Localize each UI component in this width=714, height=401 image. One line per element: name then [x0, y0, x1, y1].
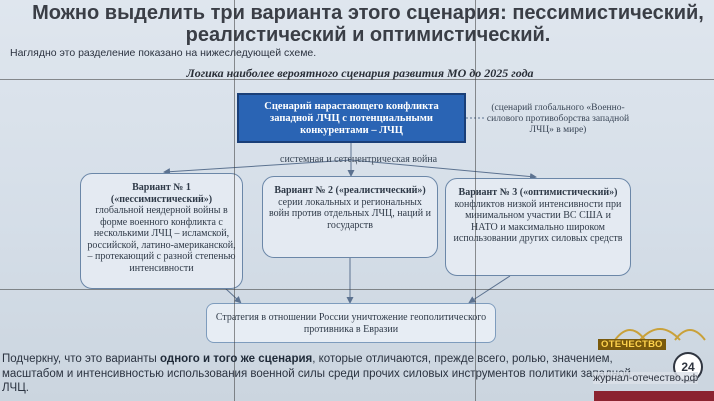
intro-text: Наглядно это разделение показано на ниже… — [10, 47, 317, 59]
conclusion-text: Подчеркну, что это варианты одного и тог… — [2, 352, 642, 396]
diagram-title: Логика наиболее вероятного сценария разв… — [186, 66, 534, 80]
conclusion-part-1: Подчеркну, что это варианты — [2, 353, 161, 365]
variant-1-box: Вариант № 1 («пессимистический») глобаль… — [80, 173, 243, 289]
connector-line — [224, 287, 242, 304]
grid-line — [0, 79, 714, 80]
grid-line — [475, 0, 476, 401]
connector-line — [163, 159, 352, 176]
variant-3-heading: Вариант № 3 («оптимистический») — [458, 187, 618, 198]
website-label: журнал-отечество.рф — [593, 372, 699, 384]
grid-line — [0, 289, 714, 290]
decorative-stripe — [594, 391, 714, 401]
variant-3-text: конфликтов низкой интенсивности при мини… — [453, 198, 623, 245]
variant-2-box: Вариант № 2 («реалистический») серии лок… — [262, 176, 438, 258]
variant-1-heading: Вариант № 1 («пессимистический») — [110, 182, 213, 205]
brand-label: ОТЕЧЕСТВО — [598, 339, 666, 350]
central-scenario-box: Сценарий нарастающего конфликта западной… — [237, 93, 466, 143]
variant-3-box: Вариант № 3 («оптимистический») конфликт… — [445, 178, 631, 276]
variant-1-text: глобальной неядерной войны в форме военн… — [87, 205, 236, 274]
dome-ornament-icon — [614, 328, 706, 341]
connector-line — [350, 159, 537, 181]
slide-title: Можно выделить три варианта этого сценар… — [32, 2, 704, 46]
grid-line — [234, 0, 235, 401]
variant-2-heading: Вариант № 2 («реалистический») — [274, 185, 426, 196]
variant-2-text: серии локальных и региональных войн прот… — [269, 196, 431, 231]
conclusion-part-2: , которые отличаются, прежде всего, роль… — [2, 353, 631, 394]
war-type-label: системная и сетецентрическая война — [280, 154, 438, 165]
strategy-box: Стратегия в отношении России уничтожение… — [206, 303, 496, 343]
global-scenario-note: (сценарий глобального «Военно-силового п… — [486, 103, 630, 135]
conclusion-emphasis: одного и того же сценария — [160, 353, 313, 365]
